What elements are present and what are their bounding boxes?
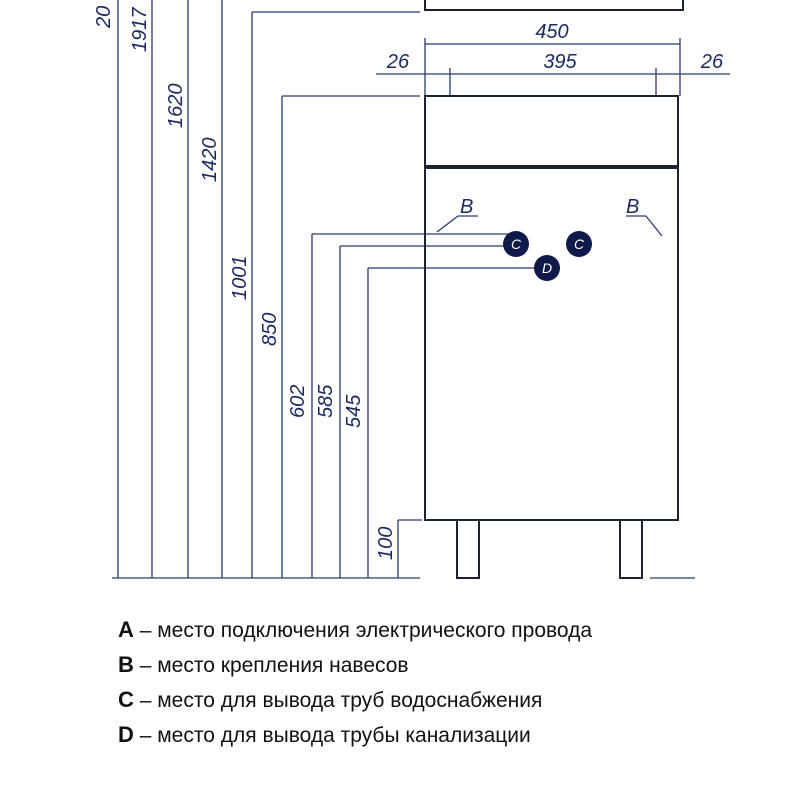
cabinet-leg-right	[619, 519, 643, 579]
dim-20: 20	[93, 6, 115, 29]
cabinet-drawer	[424, 95, 679, 167]
marker-c-right-circle	[566, 231, 592, 257]
marker-c-left: C	[511, 236, 522, 252]
dim-26-right: 26	[700, 51, 724, 73]
b-left-leader	[436, 215, 459, 233]
legend-row-a: A – место подключения электрического про…	[118, 612, 778, 647]
dim-26-left: 26	[386, 51, 410, 73]
marker-d: D	[542, 260, 552, 276]
dim-602: 602	[287, 385, 309, 418]
marker-d-circle	[534, 255, 560, 281]
marker-c-right: C	[574, 236, 585, 252]
legend-text: – место крепления навесов	[133, 654, 409, 677]
dim-545: 545	[343, 394, 365, 428]
dim-1001: 1001	[229, 256, 251, 301]
cabinet-leg-left	[456, 519, 480, 579]
dim-100: 100	[375, 527, 397, 560]
legend-text: – место для вывода труб водоснабжения	[133, 689, 543, 712]
legend-row-b: B – место крепления навесов	[118, 647, 778, 682]
dim-450: 450	[535, 21, 568, 43]
legend-letter: B	[118, 652, 134, 677]
legend-letter: C	[118, 687, 134, 712]
dim-585: 585	[315, 384, 337, 418]
mirror-bottom	[424, 0, 684, 11]
dim-1420: 1420	[199, 138, 221, 183]
legend-text: – место подключения электрического прово…	[133, 619, 593, 642]
cabinet-door	[424, 167, 679, 521]
marker-b-left: B	[460, 196, 473, 218]
b-right-leader	[645, 215, 663, 237]
legend-row-d: D – место для вывода трубы канализации	[118, 717, 778, 752]
legend-letter: A	[118, 617, 134, 642]
legend-row-c: C – место для вывода труб водоснабжения	[118, 682, 778, 717]
dim-1917: 1917	[129, 7, 151, 52]
marker-c-left-circle	[503, 231, 529, 257]
legend-text: – место для вывода трубы канализации	[133, 724, 531, 747]
dim-395: 395	[543, 51, 577, 73]
marker-b-right: B	[626, 196, 639, 218]
legend-letter: D	[118, 722, 134, 747]
dim-850: 850	[259, 313, 281, 346]
dim-1620: 1620	[165, 84, 187, 129]
legend: A – место подключения электрического про…	[118, 612, 778, 752]
